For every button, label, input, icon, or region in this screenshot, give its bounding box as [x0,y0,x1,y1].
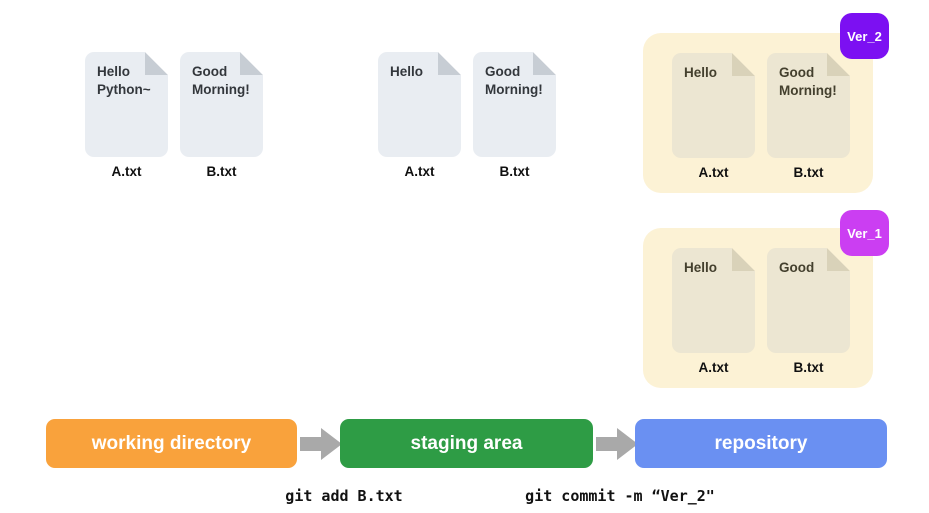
staging-area-file-a: Hello A.txt [378,52,461,179]
file-icon: Good Morning! [180,52,263,157]
file-name: A.txt [404,164,435,179]
arrow-head [321,428,342,460]
git-commit-command: git commit -m “Ver_2" [525,487,715,505]
working-directory-stage-box: working directory [46,419,297,468]
arrow-head [617,428,638,460]
repository-version-2-panel: Hello A.txt Good Morning! B.txt [643,33,873,193]
version-1-file-a: Hello A.txt [672,248,755,375]
working-directory-file-a: Hello Python~ A.txt [85,52,168,179]
arrow-shaft [300,437,321,451]
corner-cut [827,53,850,76]
file-content: Good Morning! [779,65,837,98]
file-icon: Hello [672,248,755,353]
file-content: Hello [684,260,718,275]
staging-area-file-b: Good Morning! B.txt [473,52,556,179]
staging-area-stage-box: staging area [340,419,593,468]
file-icon: Good [767,248,850,353]
file-content: Hello Python~ [97,64,151,97]
file-icon: Hello Python~ [85,52,168,157]
arrow-right-icon [596,428,638,460]
version-2-badge: Ver_2 [840,13,889,59]
file-content: Good Morning! [192,64,250,97]
corner-cut [732,248,755,271]
file-icon: Good Morning! [767,53,850,158]
file-name: B.txt [499,164,530,179]
file-name: B.txt [206,164,237,179]
version-2-file-b: Good Morning! B.txt [767,53,850,180]
file-content: Good [779,260,815,275]
git-add-command: git add B.txt [285,487,403,505]
repository-version-1-panel: Hello A.txt Good B.txt [643,228,873,388]
file-content: Hello [390,64,424,79]
file-icon: Hello [378,52,461,157]
corner-cut [145,52,168,75]
file-icon: Hello [672,53,755,158]
version-1-badge: Ver_1 [840,210,889,256]
staging-area-file-group: Hello A.txt Good Morning! B.txt [378,52,556,179]
file-name: B.txt [793,165,824,180]
version-2-file-a: Hello A.txt [672,53,755,180]
corner-cut [732,53,755,76]
file-name: A.txt [111,164,142,179]
working-directory-file-group: Hello Python~ A.txt Good Morning! B.txt [85,52,263,179]
working-directory-file-b: Good Morning! B.txt [180,52,263,179]
corner-cut [438,52,461,75]
version-1-file-group: Hello A.txt Good B.txt [672,248,850,375]
file-icon: Good Morning! [473,52,556,157]
file-name: A.txt [698,360,729,375]
arrow-shaft [596,437,617,451]
file-content: Hello [684,65,718,80]
corner-cut [533,52,556,75]
file-name: A.txt [698,165,729,180]
version-1-file-b: Good B.txt [767,248,850,375]
repository-stage-box: repository [635,419,887,468]
file-name: B.txt [793,360,824,375]
arrow-right-icon [300,428,342,460]
corner-cut [240,52,263,75]
version-2-file-group: Hello A.txt Good Morning! B.txt [672,53,850,180]
file-content: Good Morning! [485,64,543,97]
